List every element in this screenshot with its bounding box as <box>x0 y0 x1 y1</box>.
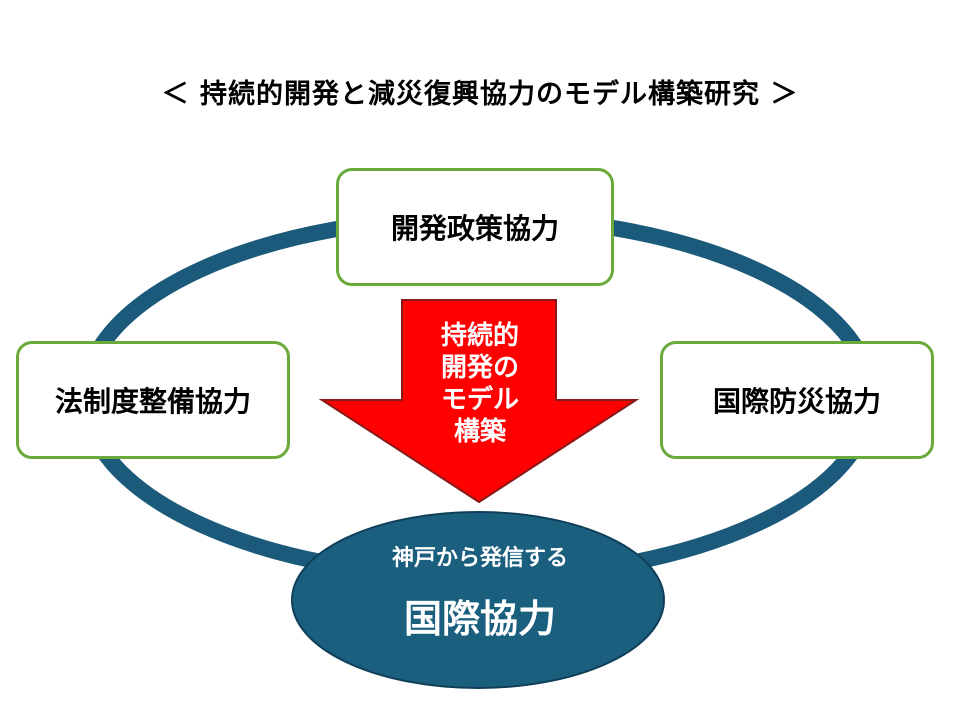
box-disaster-prevention-label: 国際防災協力 <box>712 385 881 418</box>
box-disaster-prevention: 国際防災協力 <box>660 341 934 459</box>
box-development-policy: 開発政策協力 <box>336 168 614 286</box>
center-subtitle: 神戸から発信する <box>391 546 568 571</box>
model-arrow <box>318 299 640 504</box>
arrow-line: モデル <box>440 385 519 415</box>
box-development-policy-label: 開発政策協力 <box>390 212 559 245</box>
box-legal-system-label: 法制度整備協力 <box>54 385 251 418</box>
page-title: ＜ 持続的開発と減災復興協力のモデル構築研究 ＞ <box>161 79 799 110</box>
arrow-line: 持続的 <box>440 321 519 351</box>
arrow-line: 構築 <box>453 417 506 447</box>
arrow-label: 持続的 開発の モデル 構築 <box>380 320 580 448</box>
center-title: 国際協力 <box>403 597 556 641</box>
arrow-line: 開発の <box>440 353 519 383</box>
box-legal-system: 法制度整備協力 <box>16 341 290 459</box>
center-ellipse <box>291 511 665 689</box>
